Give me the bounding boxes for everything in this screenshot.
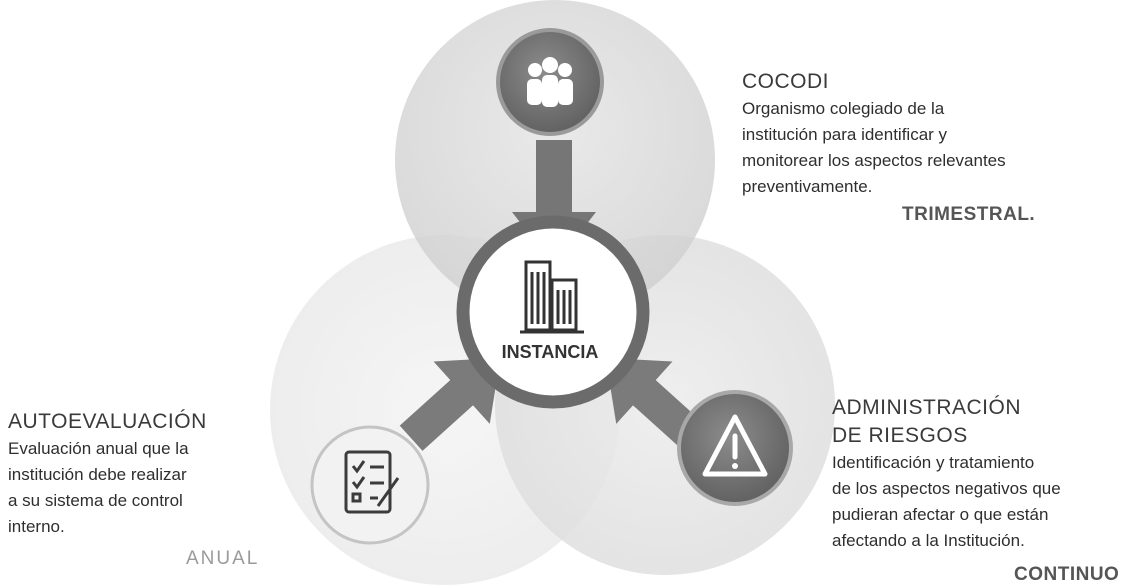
cocodi-description: Organismo colegiado de la institución pa… bbox=[742, 99, 1006, 196]
riesgos-block: ADMINISTRACIÓN DE RIESGOS Identificación… bbox=[832, 396, 1061, 554]
people-group-icon bbox=[527, 57, 573, 107]
bottom-left-icon-circle bbox=[310, 425, 430, 545]
buildings-icon bbox=[520, 260, 584, 334]
cocodi-frequency: TRIMESTRAL. bbox=[902, 204, 1036, 225]
checklist-icon bbox=[344, 450, 400, 514]
cocodi-block: COCODI Organismo colegiado de la institu… bbox=[742, 70, 1006, 200]
riesgos-description: Identificación y tratamiento de los aspe… bbox=[832, 453, 1061, 550]
autoevaluacion-title: AUTOEVALUACIÓN bbox=[8, 410, 207, 433]
riesgos-frequency: CONTINUO bbox=[1014, 564, 1120, 585]
autoevaluacion-block: AUTOEVALUACIÓN Evaluación anual que la i… bbox=[8, 410, 207, 540]
autoevaluacion-frequency: ANUAL bbox=[186, 548, 260, 569]
center-label: INSTANCIA bbox=[501, 342, 599, 362]
riesgos-title: ADMINISTRACIÓN DE RIESGOS bbox=[832, 396, 1022, 447]
autoevaluacion-description: Evaluación anual que la institución debe… bbox=[8, 439, 189, 536]
cocodi-title: COCODI bbox=[742, 70, 829, 93]
warning-icon bbox=[702, 414, 768, 477]
